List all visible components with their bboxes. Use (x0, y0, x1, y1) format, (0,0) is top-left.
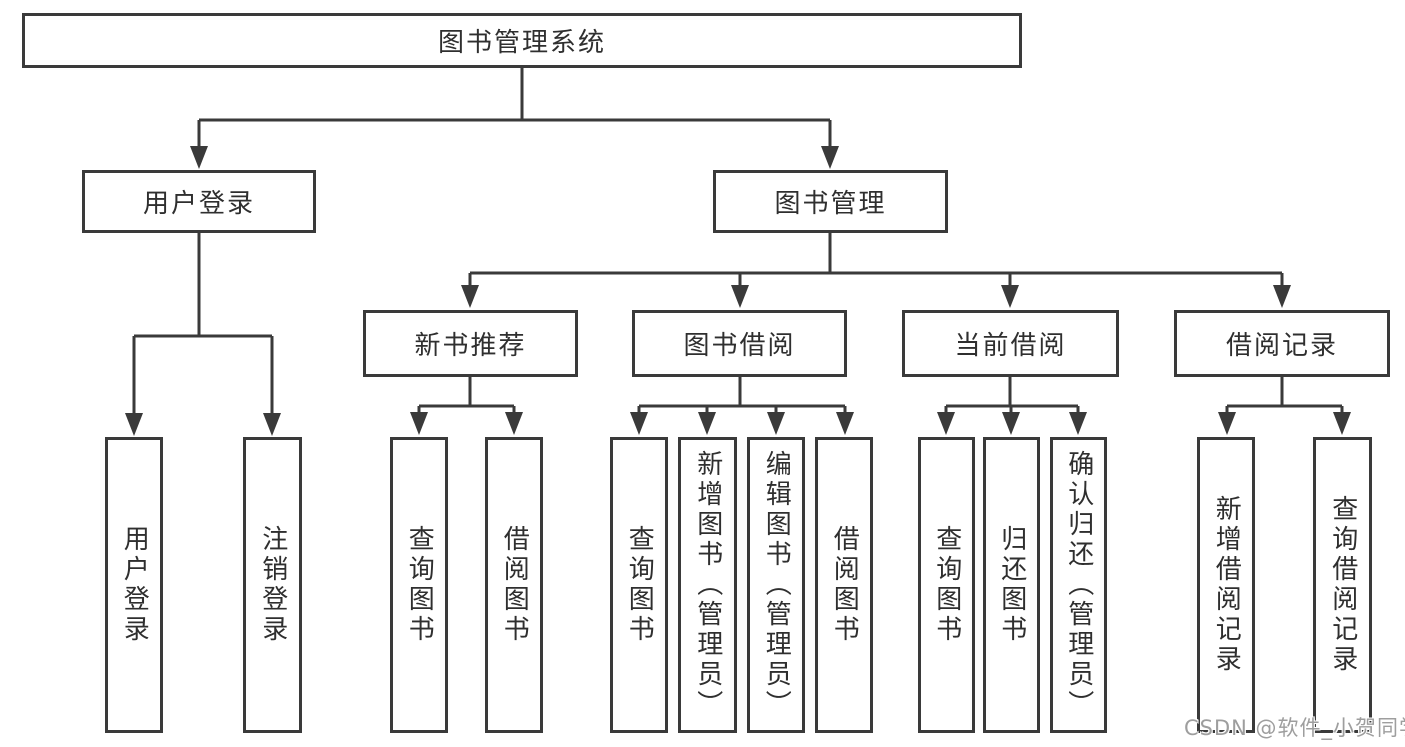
node-add-borrow-record: 新增借阅记录 (1197, 437, 1255, 733)
node-new-book-recommendation: 新书推荐 (363, 310, 578, 377)
node-logout: 注销登录 (243, 437, 302, 733)
node-library-management-system: 图书管理系统 (22, 13, 1022, 68)
node-query-books-borrow: 查询图书 (610, 437, 668, 733)
node-add-book-admin: 新增图书（管理员） (678, 437, 737, 733)
node-borrow-books-recommend: 借阅图书 (485, 437, 543, 733)
node-query-books-current: 查询图书 (918, 437, 975, 733)
node-user-login-branch: 用户登录 (82, 170, 316, 233)
node-query-books-recommend: 查询图书 (390, 437, 448, 733)
node-edit-book-admin: 编辑图书（管理员） (747, 437, 805, 733)
node-borrowing-records: 借阅记录 (1174, 310, 1390, 377)
node-book-management-branch: 图书管理 (713, 170, 948, 233)
node-return-books: 归还图书 (983, 437, 1040, 733)
watermark: CSDN @软件_小贺同学 (1184, 716, 1405, 740)
node-borrow-books: 借阅图书 (815, 437, 873, 733)
node-book-borrowing: 图书借阅 (632, 310, 847, 377)
node-current-borrowing: 当前借阅 (902, 310, 1119, 377)
node-user-login: 用户登录 (105, 437, 163, 733)
node-query-borrow-record: 查询借阅记录 (1313, 437, 1372, 733)
node-confirm-return-admin: 确认归还（管理员） (1050, 437, 1107, 733)
